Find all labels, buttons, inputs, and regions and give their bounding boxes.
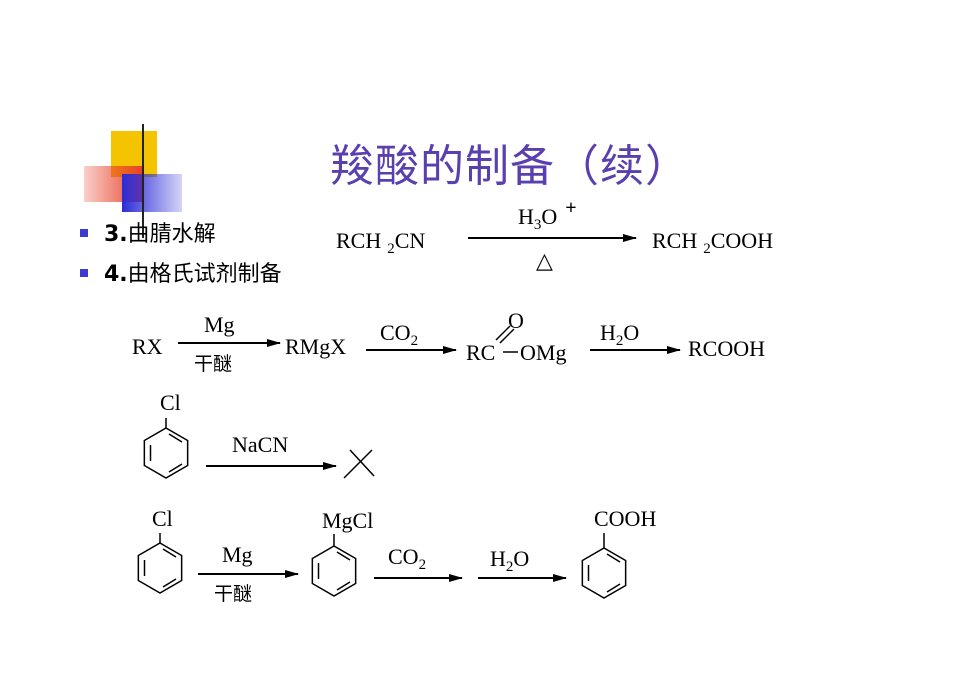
carbonyl-bond	[495, 325, 511, 341]
slide-title: 羧酸的制备（续）	[330, 141, 690, 192]
no-reaction-cross-icon	[343, 449, 373, 479]
grignard-step3-reagent: H2O	[600, 320, 639, 349]
bullet-number: 4.	[104, 262, 128, 287]
carbonyl-bond	[499, 328, 515, 344]
grignard-intermediate1: RMgX	[285, 334, 346, 359]
no-reaction-cross-icon	[349, 449, 375, 477]
nacn-reagent: NaCN	[232, 432, 288, 457]
grignard-intermediate2-right: OMg	[520, 340, 566, 365]
benzene-ring	[581, 547, 627, 599]
heat-condition: △	[536, 249, 553, 274]
carbonyl-oxygen: O	[508, 308, 524, 333]
chlorobenzene-grignard-reaction: Cl Mg 干醚 MgCl CO2 H2O COOH	[137, 506, 656, 605]
mg-reagent: Mg	[222, 542, 253, 567]
bullet-item-grignard: 4.由格氏试剂制备	[80, 256, 282, 288]
chlorobenzene-nacn-reaction: Cl NaCN	[143, 390, 375, 479]
grignard-step2-reagent: CO2	[380, 320, 418, 349]
h2o-reagent: H2O	[490, 546, 529, 575]
co2-reagent: CO2	[388, 544, 426, 573]
grignard-reaction: RX Mg 干醚 RMgX CO2 O RC OMg H2O RCOOH	[132, 308, 765, 375]
grignard-product: RCOOH	[688, 336, 765, 361]
benzene-ring	[311, 545, 357, 597]
bullet-square-icon	[80, 229, 88, 237]
chloro-substituent: Cl	[160, 390, 181, 415]
chloro-substituent: Cl	[152, 506, 173, 531]
deco-blue-square	[122, 174, 182, 212]
benzene-ring	[143, 427, 189, 479]
mgcl-substituent: MgCl	[322, 508, 373, 533]
bullet-square-icon	[80, 269, 88, 277]
dry-ether-condition: 干醚	[214, 583, 252, 605]
nitrile-reagent: H3O+	[518, 197, 577, 233]
bullet-number: 3.	[104, 222, 128, 247]
grignard-start: RX	[132, 334, 163, 359]
grignard-step1-condition: 干醚	[194, 353, 232, 375]
cooh-substituent: COOH	[594, 506, 656, 531]
bullet-item-nitrile: 3.由腈水解	[80, 216, 216, 248]
benzene-ring	[137, 542, 183, 594]
grignard-step1-reagent: Mg	[204, 312, 235, 337]
grignard-intermediate2-left: RC	[466, 340, 495, 365]
bullet-text: 由腈水解	[127, 222, 216, 247]
bullet-text: 由格氏试剂制备	[127, 262, 282, 287]
